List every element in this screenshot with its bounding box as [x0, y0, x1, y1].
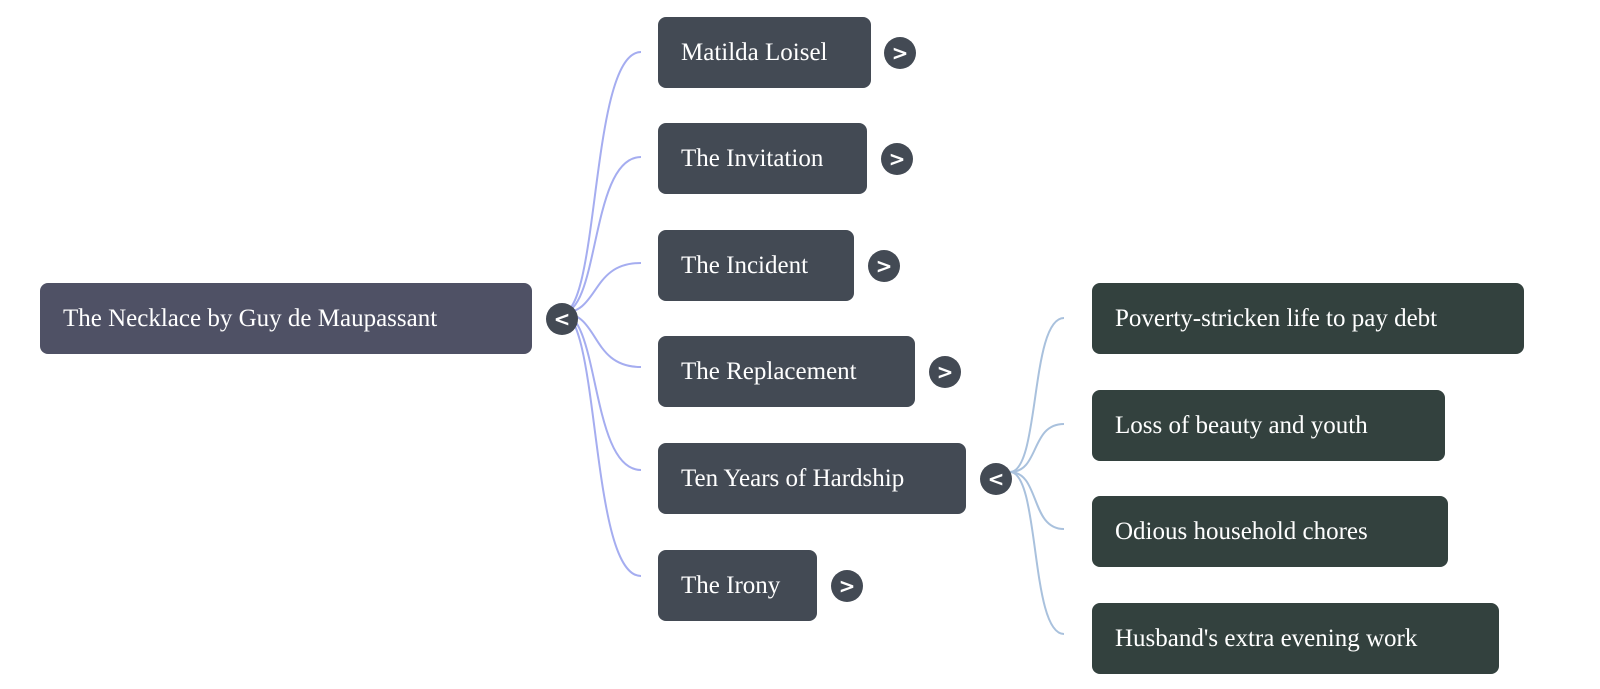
- node-the-incident[interactable]: The Incident: [658, 230, 854, 301]
- link-hardship-poverty: [1009, 317, 1065, 473]
- root-node-label: The Necklace by Guy de Maupassant: [63, 304, 438, 332]
- link-hardship-chores: [1009, 471, 1065, 530]
- node-label: Husband's extra evening work: [1115, 624, 1418, 652]
- link-root-irony: [561, 312, 642, 577]
- link-hardship-beauty: [1009, 423, 1065, 473]
- link-root-hardship: [561, 312, 642, 471]
- expand-toggle-the-invitation[interactable]: >: [881, 143, 913, 175]
- node-label: Matilda Loisel: [681, 38, 828, 66]
- expand-toggle-the-irony[interactable]: >: [831, 570, 863, 602]
- node-loss-of-beauty[interactable]: Loss of beauty and youth: [1092, 390, 1445, 461]
- node-husbands-extra-work[interactable]: Husband's extra evening work: [1092, 603, 1499, 674]
- link-hardship-husband: [1009, 471, 1065, 635]
- link-root-invitation: [561, 156, 642, 314]
- node-matilda-loisel[interactable]: Matilda Loisel: [658, 17, 871, 88]
- expand-toggle-matilda-loisel[interactable]: >: [884, 37, 916, 69]
- node-odious-household-chores[interactable]: Odious household chores: [1092, 496, 1448, 567]
- expand-toggle-the-replacement[interactable]: >: [929, 356, 961, 388]
- node-label: The Incident: [681, 251, 809, 279]
- node-the-irony[interactable]: The Irony: [658, 550, 817, 621]
- node-label: The Replacement: [681, 357, 857, 385]
- collapse-toggle-root[interactable]: <: [546, 303, 578, 335]
- link-root-matilda: [561, 51, 642, 314]
- node-poverty-stricken-life[interactable]: Poverty-stricken life to pay debt: [1092, 283, 1524, 354]
- collapse-toggle-ten-years-of-hardship[interactable]: <: [980, 463, 1012, 495]
- node-label: Loss of beauty and youth: [1115, 411, 1368, 439]
- node-the-invitation[interactable]: The Invitation: [658, 123, 867, 194]
- node-label: The Irony: [681, 571, 781, 599]
- node-label: Odious household chores: [1115, 517, 1368, 545]
- node-label: Ten Years of Hardship: [681, 464, 905, 492]
- root-node[interactable]: The Necklace by Guy de Maupassant: [40, 283, 532, 354]
- expand-toggle-the-incident[interactable]: >: [868, 250, 900, 282]
- node-label: Poverty-stricken life to pay debt: [1115, 304, 1438, 332]
- node-the-replacement[interactable]: The Replacement: [658, 336, 915, 407]
- node-ten-years-of-hardship[interactable]: Ten Years of Hardship: [658, 443, 966, 514]
- node-label: The Invitation: [681, 144, 824, 172]
